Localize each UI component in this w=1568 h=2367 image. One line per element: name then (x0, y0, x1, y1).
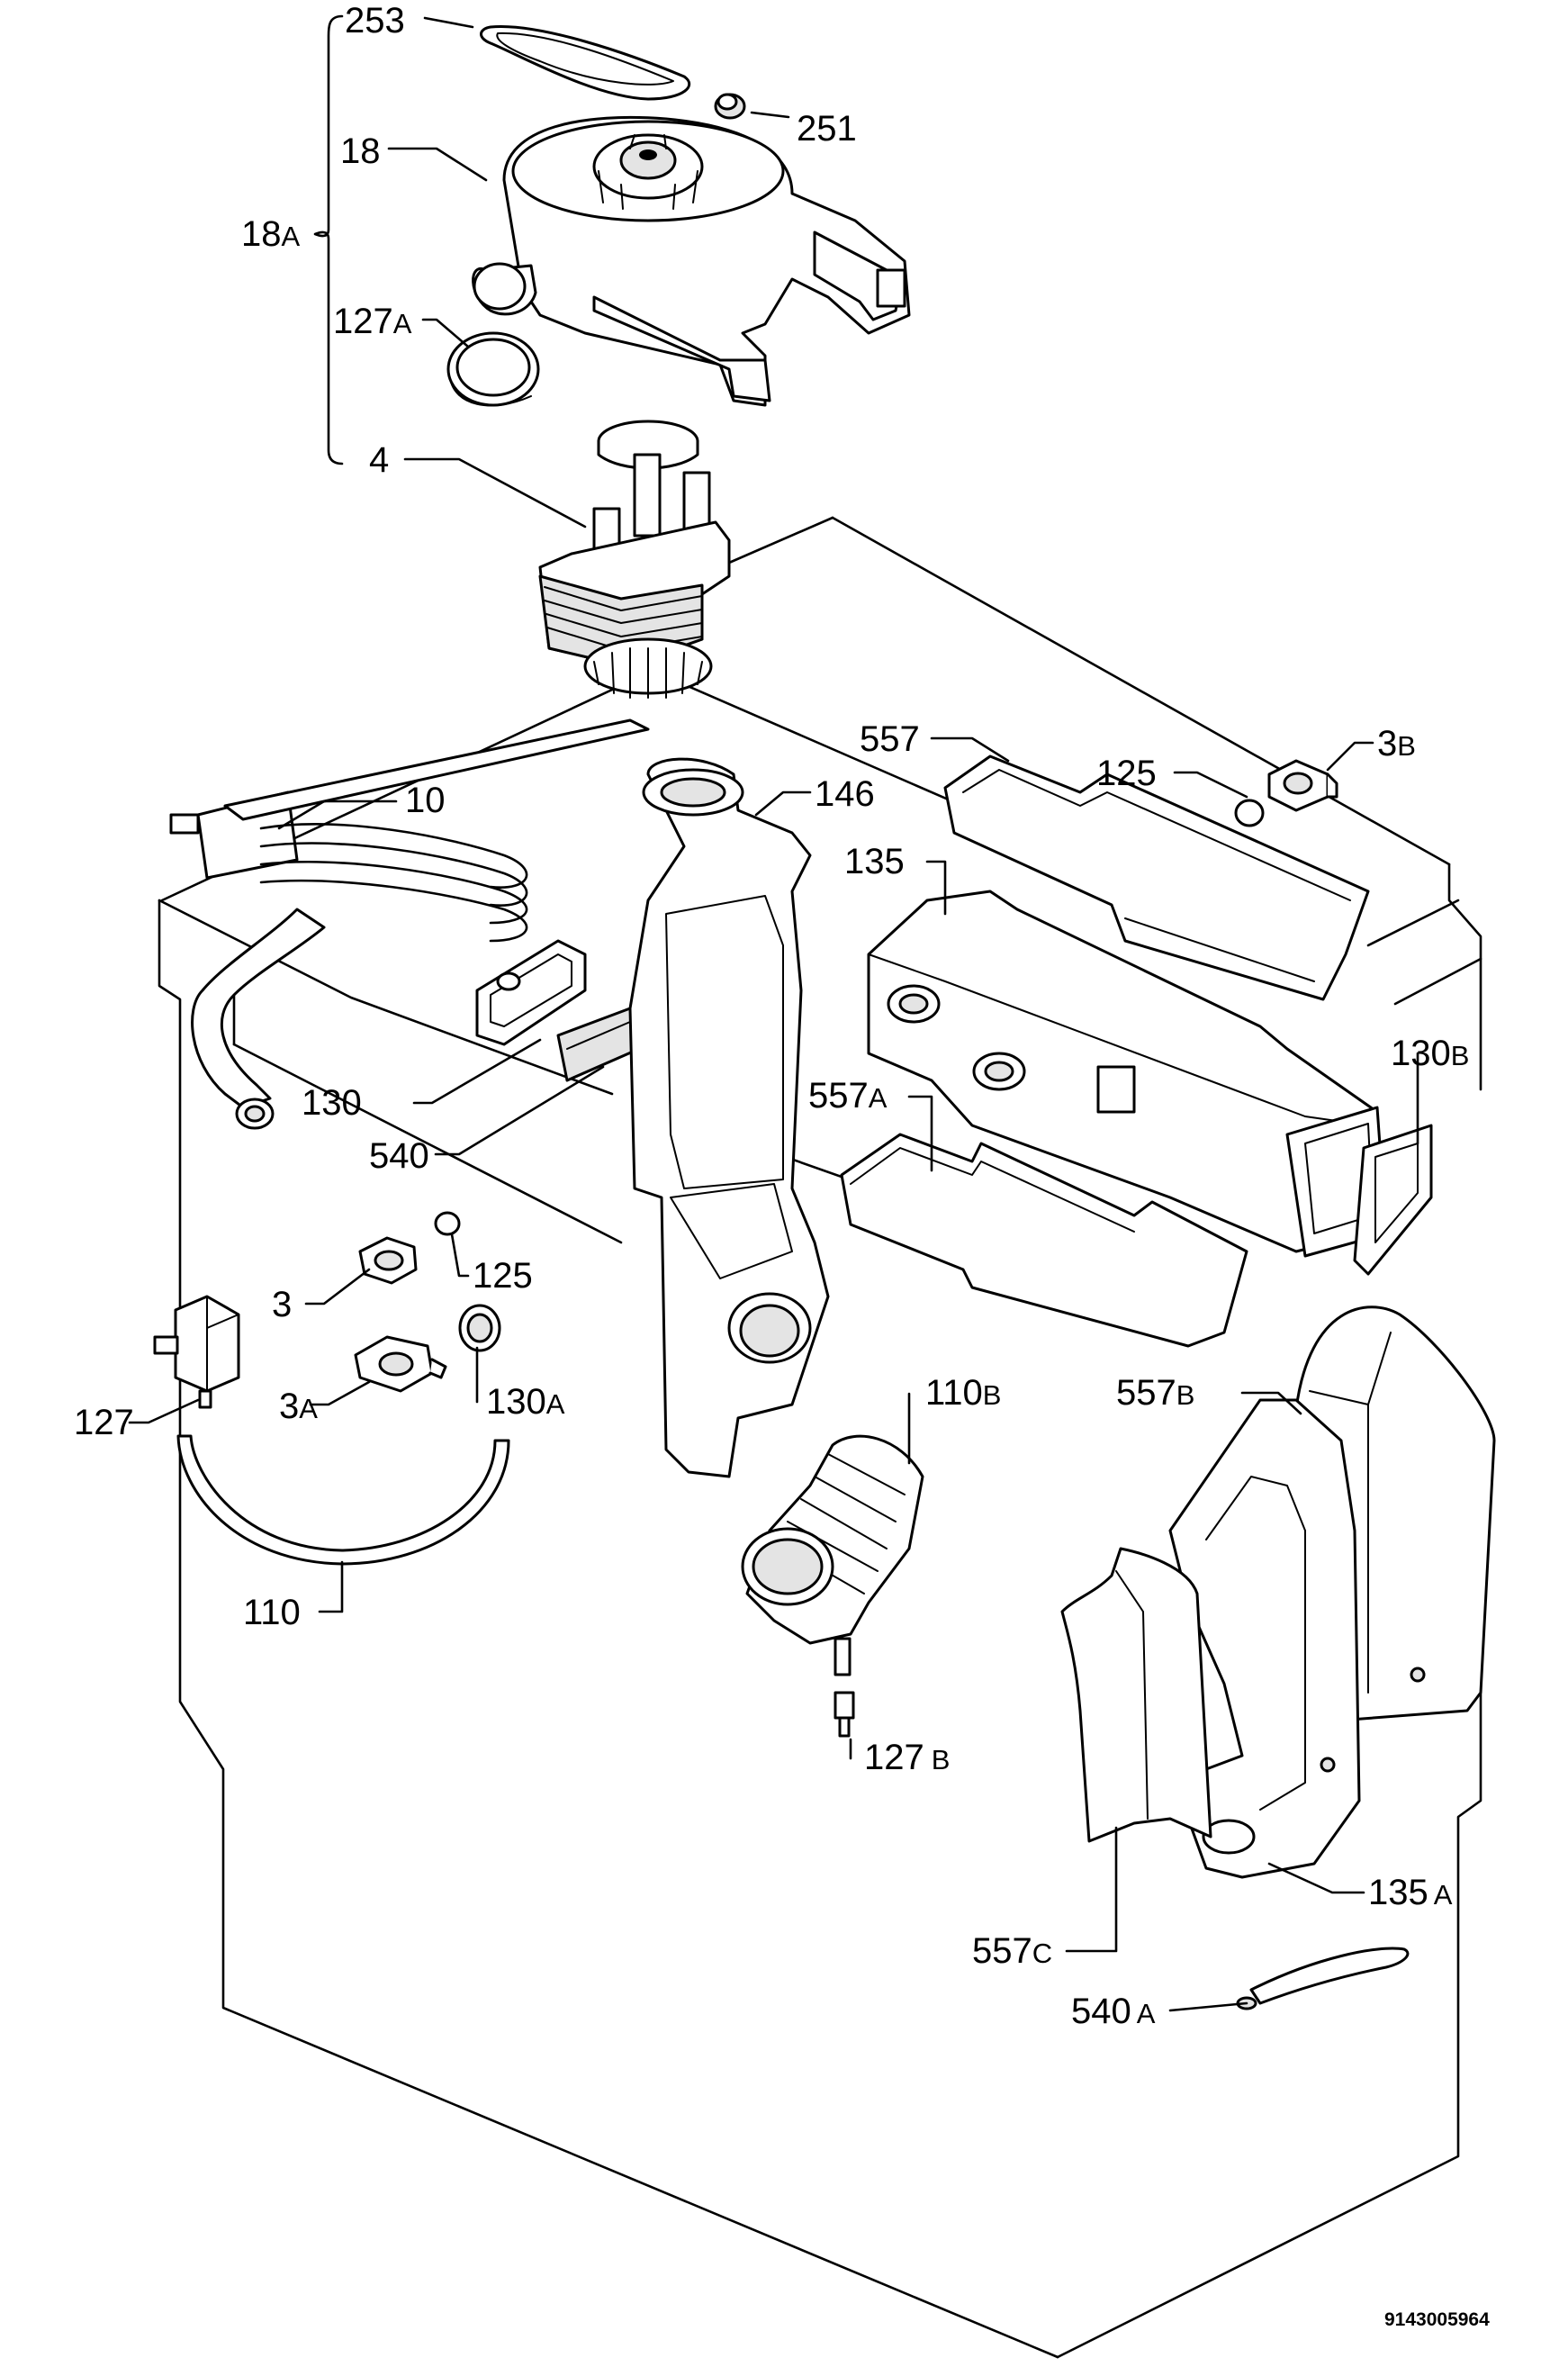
label-125-lower: 125 (473, 1256, 533, 1296)
label-10: 10 (405, 781, 446, 820)
label-557c: 557C (972, 1931, 1052, 1971)
drawing-code: 9143005964 (1384, 2309, 1490, 2330)
nipple-127b (834, 1691, 855, 1738)
o-ring-125-lower (434, 1211, 461, 1236)
bush-251 (714, 93, 746, 120)
label-3b: 3B (1377, 724, 1416, 763)
label-557: 557 (860, 719, 920, 759)
ring-127a (446, 331, 540, 407)
label-130b: 130B (1391, 1034, 1469, 1073)
label-3: 3 (272, 1285, 292, 1324)
gasket-130 (475, 939, 587, 1046)
bushing-130a (458, 1304, 501, 1352)
label-110b: 110B (925, 1373, 1001, 1413)
o-ring-125-upper (1234, 799, 1265, 827)
label-125-upper: 125 (1096, 754, 1157, 793)
air-duct-146 (628, 757, 830, 1478)
part-labels: 253 251 18 18A 127A 4 10 146 557 125 3B … (74, 1, 1490, 2330)
cover-557a (840, 1133, 1248, 1348)
label-135: 135 (844, 842, 905, 881)
label-18: 18 (340, 131, 381, 171)
fan-housing-18 (472, 115, 911, 407)
gasket-130b (1353, 1124, 1433, 1276)
label-4: 4 (369, 440, 389, 480)
label-557a: 557A (808, 1076, 888, 1116)
label-110: 110 (243, 1593, 301, 1632)
thermostat-3 (358, 1236, 418, 1285)
cover-557 (943, 754, 1370, 1001)
heater-element-10 (169, 718, 650, 1130)
label-18a: 18A (241, 214, 301, 254)
label-130: 130 (302, 1083, 362, 1123)
cable-540a (1236, 1947, 1410, 2010)
label-127a: 127A (333, 302, 412, 341)
label-3a: 3A (279, 1387, 318, 1426)
bellows-110b (741, 1434, 924, 1676)
label-127: 127 (74, 1403, 134, 1442)
thermostat-3b (1267, 759, 1338, 812)
label-146: 146 (815, 774, 875, 814)
label-540: 540 (369, 1136, 429, 1176)
label-253: 253 (345, 1, 405, 41)
duct-135a (1168, 1398, 1361, 1879)
motor-4 (538, 420, 731, 699)
cover-557c (1060, 1547, 1212, 1843)
belt-253 (480, 25, 691, 101)
hose-110 (176, 1434, 510, 1566)
label-557b: 557B (1116, 1373, 1194, 1413)
thermostat-3a (354, 1335, 447, 1393)
label-251: 251 (797, 109, 857, 149)
label-130a: 130A (486, 1382, 565, 1422)
switch-127 (153, 1295, 240, 1409)
leader-lines (128, 14, 1419, 2012)
